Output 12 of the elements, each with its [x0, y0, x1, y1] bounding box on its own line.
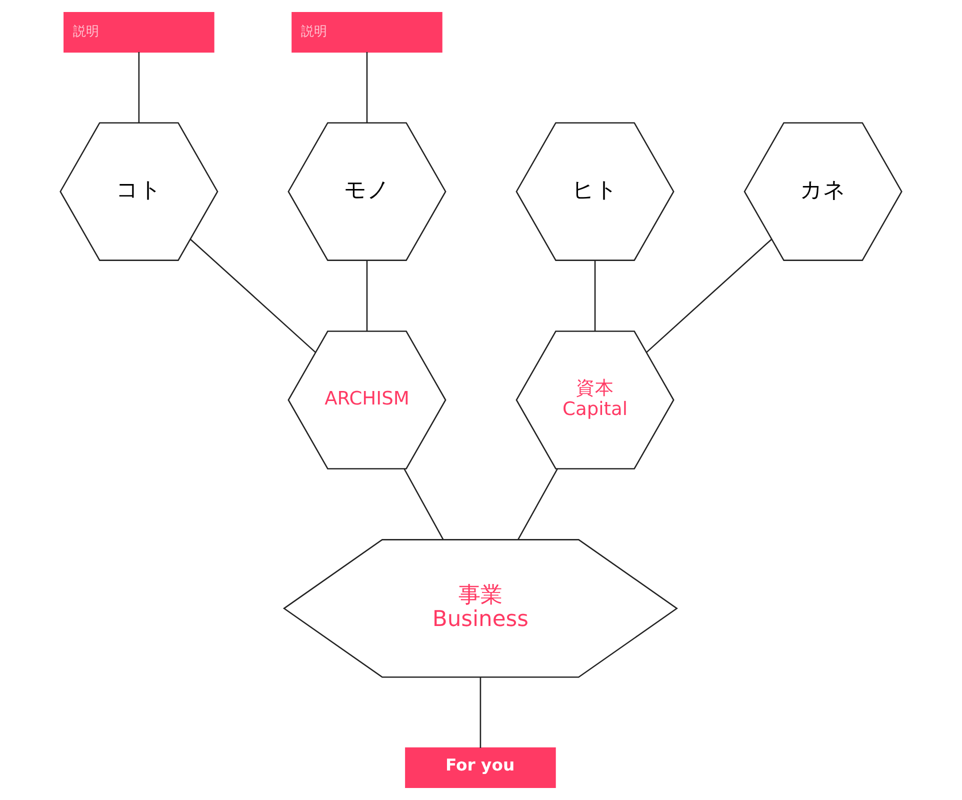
connector [366, 52, 368, 123]
connector [518, 468, 558, 540]
connector [404, 468, 444, 540]
connector [594, 260, 596, 332]
node-box: For you [405, 747, 556, 788]
node-box: 説明 [292, 12, 442, 53]
connector [190, 238, 316, 353]
connector [138, 52, 140, 123]
connector [646, 238, 772, 353]
connector [480, 678, 482, 748]
connector [366, 260, 368, 332]
node-box: 説明 [64, 12, 214, 53]
